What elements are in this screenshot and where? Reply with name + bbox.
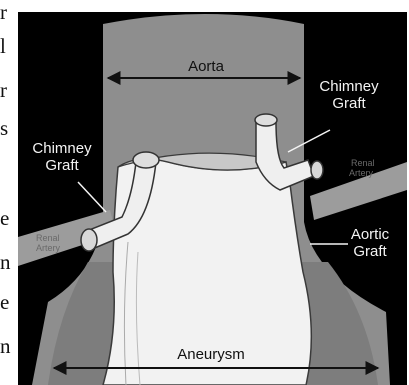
text-fragment: r bbox=[0, 80, 7, 101]
text-fragment: s bbox=[0, 118, 8, 139]
text-fragment: e bbox=[0, 292, 9, 313]
text-fragment: e bbox=[0, 208, 9, 229]
aortic-graft-label-line1: Aortic bbox=[330, 226, 407, 243]
renal-artery-left-label-line1: Renal bbox=[36, 233, 60, 243]
chimney-graft-left-leader bbox=[78, 182, 106, 212]
renal-artery-right-label-line1: Renal bbox=[351, 158, 375, 168]
chimney-graft-illustration: Aorta Chimney Graft Chimney Graft Renal … bbox=[18, 12, 407, 385]
text-fragment: r bbox=[0, 2, 7, 23]
text-fragment: n bbox=[0, 252, 11, 273]
renal-artery-right-label-line2: Artery bbox=[349, 168, 373, 178]
aorta-label: Aorta bbox=[176, 58, 236, 75]
text-fragment: l bbox=[0, 36, 6, 57]
chimney-graft-left-label-line1: Chimney bbox=[22, 140, 102, 157]
chimney-graft-right-end bbox=[311, 161, 323, 179]
chimney-graft-right-label-line2: Graft bbox=[304, 95, 394, 112]
text-fragment: n bbox=[0, 336, 11, 357]
chimney-graft-left-top bbox=[133, 152, 159, 168]
chimney-graft-left-end bbox=[81, 229, 97, 251]
chimney-graft-left-label-line2: Graft bbox=[22, 157, 102, 174]
aneurysm-label: Aneurysm bbox=[166, 346, 256, 363]
chimney-graft-right-label-line1: Chimney bbox=[304, 78, 394, 95]
renal-artery-left-label-line2: Artery bbox=[36, 243, 60, 253]
aortic-graft-label-line2: Graft bbox=[330, 243, 407, 260]
chimney-graft-right-top bbox=[255, 114, 277, 126]
